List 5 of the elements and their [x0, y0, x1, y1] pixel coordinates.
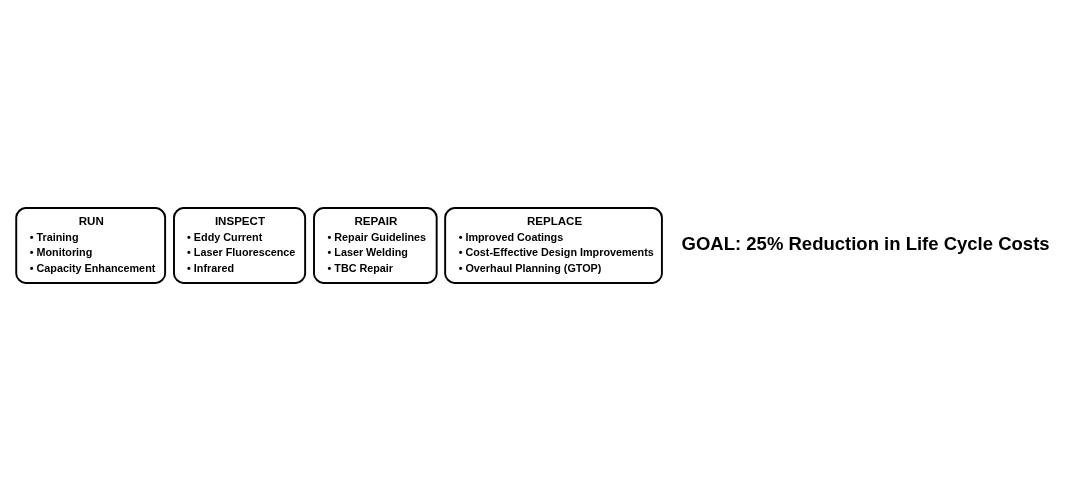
node-box: RUN • Training • Monitoring • Capacity Enhancement	[15, 207, 167, 284]
node-box: REPAIR • Repair Guidelines • Laser Welding • TBC Repair	[313, 207, 438, 284]
node-box: REPLACE • Improved Coatings • Cost-Effective Design Improvements • Overhaul Planning (GTOP)	[444, 207, 663, 284]
label: GOAL: 25% Reduction in Life Cycle Costs	[681, 232, 1050, 254]
node-box: INSPECT • Eddy Current • Laser Fluorescence • Infrared	[173, 207, 307, 284]
